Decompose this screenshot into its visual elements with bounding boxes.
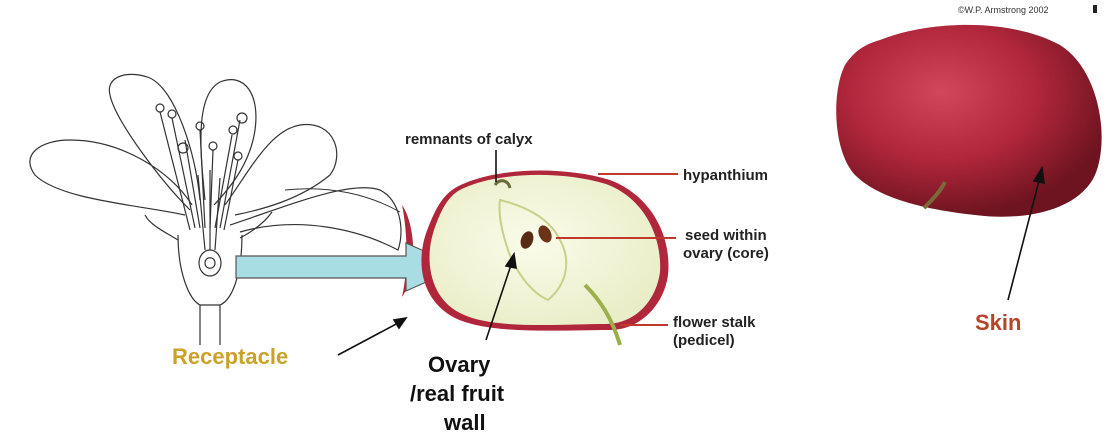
- label-stalk-line2: (pedicel): [673, 332, 735, 349]
- whole-apple: [836, 25, 1101, 217]
- petal-left: [30, 140, 192, 215]
- flower-drawing: [30, 74, 401, 345]
- corner-mark: [1093, 5, 1097, 13]
- label-receptacle: Receptacle: [172, 344, 288, 369]
- label-remnants-of-calyx: remnants of calyx: [405, 131, 533, 148]
- label-seed-line2: ovary (core): [683, 245, 769, 262]
- label-skin: Skin: [975, 310, 1021, 335]
- receptacle-pointer-head: [394, 318, 406, 328]
- copyright-text: ©W.P. Armstrong 2002: [958, 5, 1049, 15]
- flower-stalk: [200, 305, 220, 345]
- label-ovary-line3: wall: [443, 410, 486, 435]
- label-stalk-line1: flower stalk: [673, 314, 756, 331]
- sepal-left: [145, 215, 178, 240]
- styles: [198, 170, 220, 250]
- ovary-oval: [199, 250, 221, 276]
- label-hypanthium: hypanthium: [683, 167, 768, 184]
- petal-right: [225, 125, 337, 215]
- label-ovary-line2: /real fruit: [410, 381, 505, 406]
- whole-apple-body: [836, 25, 1101, 217]
- label-seed-line1: seed within: [685, 227, 767, 244]
- petal-top: [201, 80, 256, 205]
- label-ovary-line1: Ovary: [428, 352, 491, 377]
- apple-half-flesh: [430, 175, 661, 325]
- receptacle-pointer: [338, 322, 400, 355]
- apple-half: [421, 171, 668, 345]
- ovule-marks: [205, 258, 215, 269]
- petal-lower-right: [230, 188, 401, 250]
